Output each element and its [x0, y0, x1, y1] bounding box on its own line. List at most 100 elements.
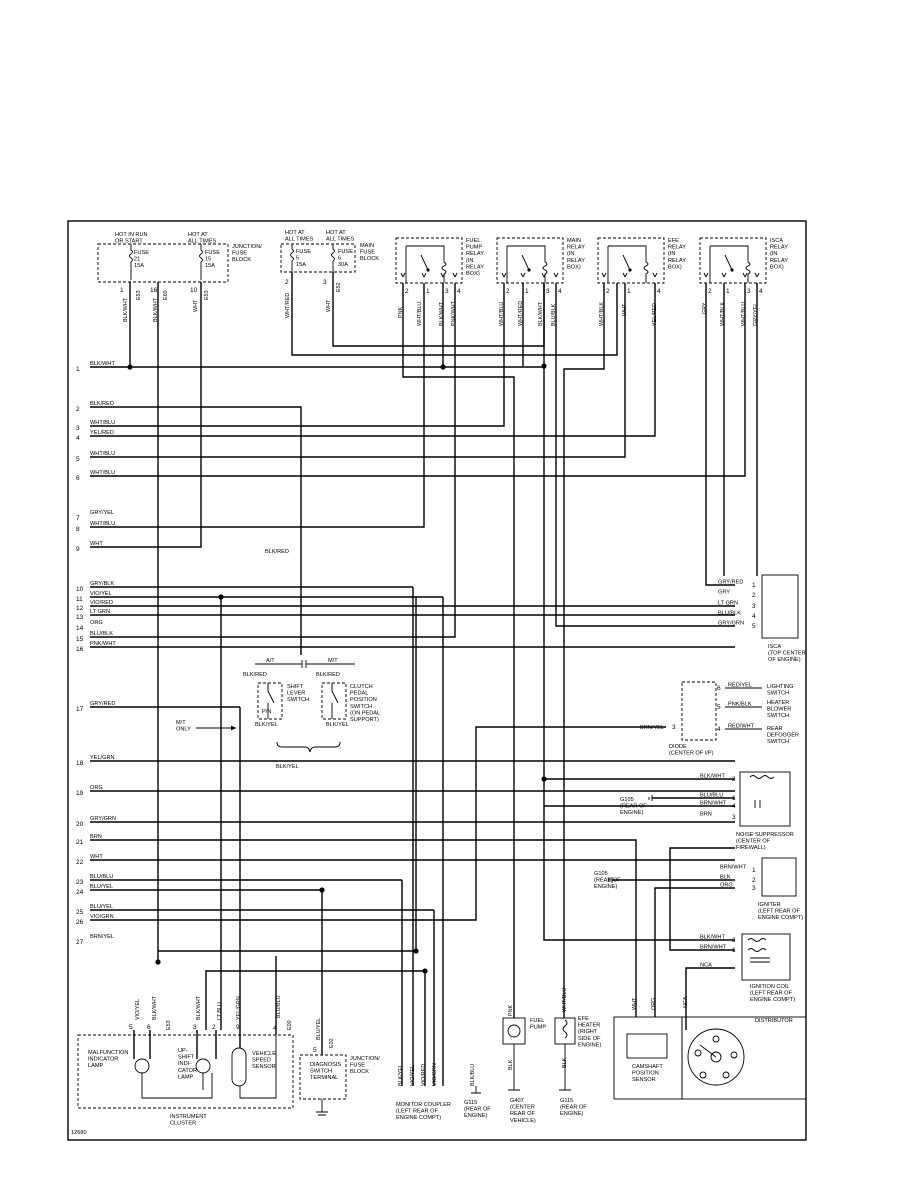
svg-text:BLK: BLK — [508, 1059, 514, 1070]
svg-text:5: 5 — [313, 1047, 317, 1054]
isca-pin: 5 — [752, 623, 756, 630]
svg-text:2: 2 — [212, 1024, 216, 1031]
ecm-wire-label: WHT/BLU — [90, 470, 115, 476]
diagram-frame — [67, 220, 807, 1141]
svg-text:E02: E02 — [329, 1038, 335, 1048]
svg-text:P/N: P/N — [262, 709, 271, 715]
svg-text:WHT/BLU: WHT/BLU — [741, 302, 747, 326]
ecm-wire-label: BLU/BLK — [90, 631, 113, 637]
igniter-wire: ORG — [720, 883, 733, 889]
coil-wire: BLK/WHT — [700, 935, 725, 941]
ecm-wire-label: WHT — [90, 541, 103, 547]
ecm-pin-number: 17 — [76, 706, 84, 713]
ecm-pin-number: 7 — [76, 515, 80, 522]
svg-text:E60: E60 — [163, 290, 169, 300]
svg-text:WHT: WHT — [326, 299, 332, 312]
ecm-wire-label: BRN/YEL — [90, 934, 114, 940]
isca-pin: 3 — [752, 603, 756, 610]
g105-ground — [648, 795, 653, 801]
ecm-wire-label: BLU/YEL — [90, 904, 113, 910]
ecm-wire-label: VIO/RED — [90, 600, 113, 606]
relay-pin: 3 — [445, 288, 449, 295]
isca-wire: GRY/GRN — [718, 621, 744, 627]
ecm-pin-number: 9 — [76, 546, 80, 553]
svg-text:BLK/YEL: BLK/YEL — [276, 764, 299, 770]
svg-text:BLK/RED: BLK/RED — [265, 549, 289, 555]
ecm-pin-list: 1BLK/WHT2BLK/RED3WHT/BLU4YEL/RED5WHT/BLU… — [76, 361, 116, 946]
ecm-wire-label: BLU/BLU — [90, 874, 113, 880]
svg-text:DISTRIBUTOR: DISTRIBUTOR — [755, 1018, 793, 1024]
figure-id: 12680 — [71, 1130, 87, 1136]
ecm-wire-label: VIO/GRN — [90, 914, 114, 920]
relay-pin: 2 — [606, 288, 610, 295]
svg-text:4: 4 — [273, 1025, 277, 1032]
svg-text:WHT/BLU: WHT/BLU — [417, 302, 423, 326]
ns-wire: BLU/BLU — [700, 793, 723, 799]
svg-text:10: 10 — [190, 287, 198, 294]
relay-pin: 1 — [525, 288, 529, 295]
ns-pin: 3 — [732, 814, 736, 821]
svg-text:E53: E53 — [136, 290, 142, 300]
svg-text:BLU/BLU: BLU/BLU — [276, 995, 282, 1018]
svg-text:6: 6 — [147, 1024, 151, 1031]
igniter-pin: 2 — [752, 877, 756, 884]
svg-text:M/T: M/T — [328, 658, 338, 664]
relay-pin: 3 — [747, 288, 751, 295]
svg-text:BLK/WHT: BLK/WHT — [538, 301, 544, 326]
ns-wire: BRN — [700, 812, 712, 818]
ecm-pin-number: 11 — [76, 596, 83, 603]
ecm-pin-number: 3 — [76, 425, 80, 432]
igniter-pin: 3 — [752, 885, 756, 892]
ecm-pin-number: 10 — [76, 586, 84, 593]
diode-wire: RED/YEL — [728, 683, 752, 689]
ecm-pin-number: 25 — [76, 909, 84, 916]
relay-pin: 2 — [506, 288, 510, 295]
svg-text:PNK: PNK — [508, 1005, 514, 1016]
relay-pin: 4 — [558, 288, 562, 295]
igniter-wire: BLK — [720, 875, 731, 881]
ecm-pin-number: 20 — [76, 821, 84, 828]
fuse-wires: 1 16 10 2 3 BLK/WHT BLK/WHT WHT WHT/RED … — [120, 279, 342, 322]
coil-wire: BRN/WHT — [700, 945, 727, 951]
svg-text:A/T: A/T — [266, 658, 275, 664]
diode-pin: 4 — [717, 726, 721, 733]
svg-text:VIO/RED: VIO/RED — [421, 1064, 427, 1086]
ecm-wire-label: WHT/BLU — [90, 521, 115, 527]
ecm-wire-label: ORG — [90, 620, 103, 626]
svg-text:PNK: PNK — [398, 307, 404, 318]
isca-pin: 2 — [752, 592, 756, 599]
svg-text:BLK/WHT: BLK/WHT — [196, 995, 202, 1020]
svg-text:BLK/YEL: BLK/YEL — [255, 722, 278, 728]
svg-text:9: 9 — [236, 1024, 240, 1031]
ns-wire: BLK/WHT — [700, 774, 725, 780]
ecm-pin-number: 18 — [76, 760, 84, 767]
ecm-wire-label: LT GRN — [90, 609, 110, 615]
svg-text:BLK/YEL: BLK/YEL — [398, 1064, 404, 1086]
svg-text:WHT/BLU: WHT/BLU — [499, 302, 505, 326]
relay-pin: 3 — [546, 288, 550, 295]
svg-text:BLK/WHT: BLK/WHT — [439, 301, 445, 326]
